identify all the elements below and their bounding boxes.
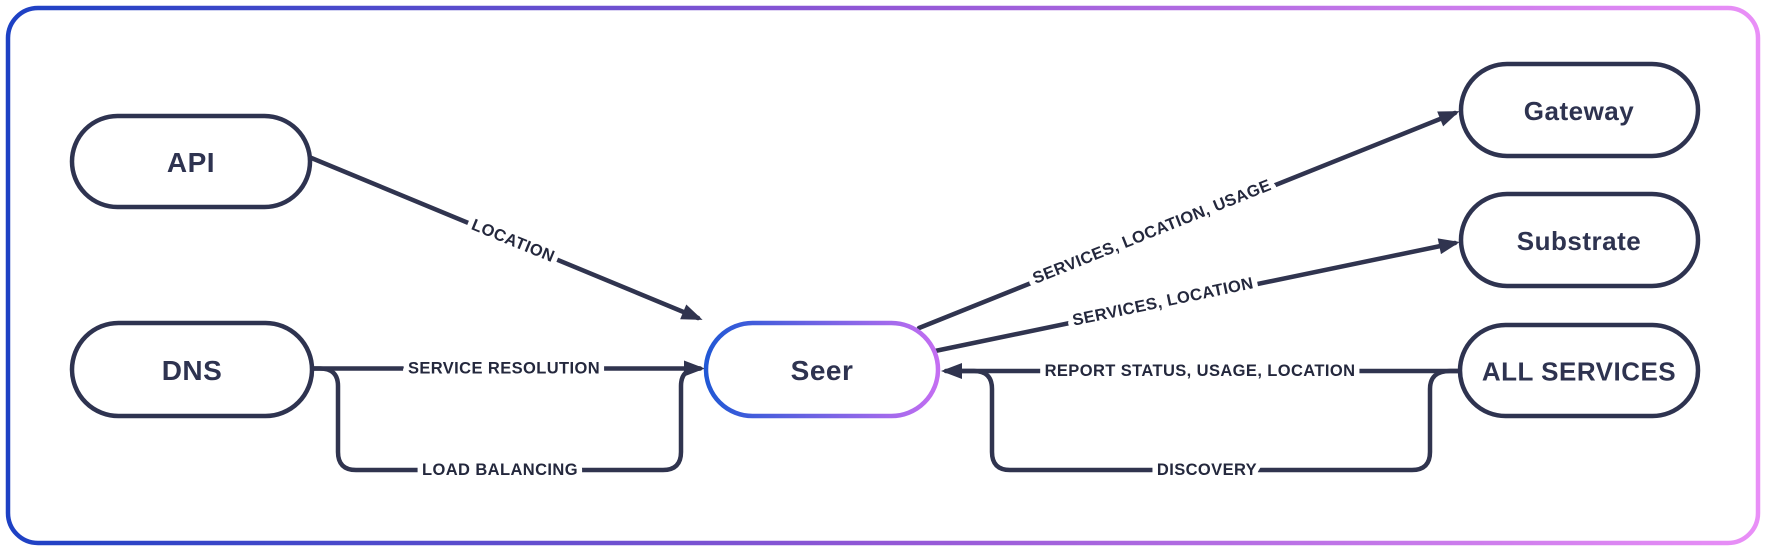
node-dns-label: DNS (162, 355, 223, 386)
node-substrate-shape (1458, 191, 1701, 289)
edge-label-service-resolution: SERVICE RESOLUTION (408, 360, 600, 378)
node-api: API (69, 113, 313, 210)
edge-label-report-status-usage-location: REPORT STATUS, USAGE, LOCATION (1045, 362, 1356, 380)
edge-lines (306, 110, 1464, 473)
nodes: API DNS Seer Gateway Substrate ALL SERVI (69, 61, 1701, 419)
node-gateway-label: Gateway (1524, 96, 1634, 126)
node-seer-shape (703, 320, 941, 419)
edge-seer-to-substrate (932, 238, 1460, 354)
gradient-frame-border (5, 5, 1761, 546)
node-all-services: ALL SERVICES (1457, 322, 1701, 419)
node-dns-shape (69, 320, 315, 419)
node-api-label: API (167, 147, 215, 178)
edge-label-load-balancing: LOAD BALANCING (422, 461, 578, 479)
node-all-services-label: ALL SERVICES (1482, 357, 1676, 387)
node-dns: DNS (69, 320, 315, 419)
node-substrate-label: Substrate (1517, 226, 1641, 256)
node-substrate: Substrate (1458, 191, 1701, 289)
node-seer: Seer (703, 320, 941, 419)
edge-label-discovery: DISCOVERY (1157, 461, 1257, 479)
edge-all-services-to-seer-loop (945, 368, 1464, 473)
edge-dns-to-seer-loop (311, 366, 702, 473)
node-gateway-shape (1458, 61, 1701, 159)
node-seer-label: Seer (791, 355, 854, 386)
node-gateway: Gateway (1458, 61, 1701, 159)
node-all-services-shape (1457, 322, 1701, 419)
node-api-shape (69, 113, 313, 210)
edge-seer-to-gateway (916, 110, 1460, 331)
edge-api-to-seer (306, 154, 703, 321)
